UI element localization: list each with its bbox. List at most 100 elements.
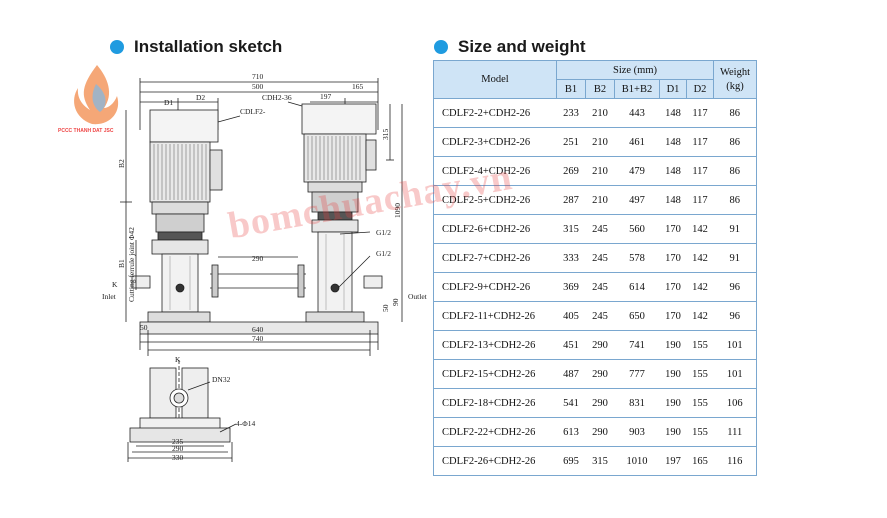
cell-weight: 86 (713, 156, 757, 186)
col-b1: B1 (556, 79, 586, 99)
cell-weight: 86 (713, 127, 757, 157)
label-inlet: Inlet (102, 292, 117, 301)
size-weight-title: Size and weight (458, 37, 586, 56)
cell-d1: 197 (659, 446, 687, 476)
cell-b1b2: 461 (614, 127, 660, 157)
cell-b2: 290 (585, 359, 615, 389)
installation-drawing: 710 500 197 165 D1 D2 CDLF2- CDH2-36 B2 … (40, 60, 430, 510)
cell-weight: 86 (713, 185, 757, 215)
cell-b1: 695 (556, 446, 586, 476)
cell-b2: 245 (585, 301, 615, 331)
logo-text: PCCC THANH DAT JSC (58, 128, 114, 134)
cell-d1: 190 (659, 417, 687, 447)
bullet-icon (434, 40, 448, 54)
cell-b1b2: 497 (614, 185, 660, 215)
cell-b1: 233 (556, 98, 586, 128)
cell-model: CDLF2-13+CDH2-26 (433, 330, 557, 360)
cell-b1: 541 (556, 388, 586, 418)
dim-290: 290 (252, 254, 264, 263)
weight-header-text: Weight (kg) (719, 66, 751, 92)
cell-weight: 96 (713, 301, 757, 331)
cell-b1: 405 (556, 301, 586, 331)
cell-b1b2: 831 (614, 388, 660, 418)
cell-d2: 155 (686, 330, 714, 360)
cell-d2: 155 (686, 417, 714, 447)
dim-b2: B2 (117, 159, 126, 168)
cell-b1b2: 578 (614, 243, 660, 273)
cell-weight: 96 (713, 272, 757, 302)
dim-1090: 1090 (393, 203, 402, 218)
dim-50-left: 50 (140, 323, 148, 332)
cell-b1: 251 (556, 127, 586, 157)
cell-d1: 148 (659, 98, 687, 128)
dim-235: 235 (172, 437, 184, 446)
cell-weight: 111 (713, 417, 757, 447)
label-g12-top: G1/2 (376, 228, 391, 237)
cell-d2: 142 (686, 272, 714, 302)
cell-d1: 170 (659, 243, 687, 273)
dim-330: 330 (172, 453, 184, 462)
dim-90: 90 (391, 298, 400, 306)
cell-b2: 245 (585, 272, 615, 302)
cell-d1: 190 (659, 388, 687, 418)
cell-weight: 91 (713, 243, 757, 273)
cell-d1: 170 (659, 214, 687, 244)
cell-b2: 210 (585, 185, 615, 215)
cell-b1: 369 (556, 272, 586, 302)
cell-b1: 269 (556, 156, 586, 186)
cell-d2: 117 (686, 98, 714, 128)
cell-b2: 210 (585, 156, 615, 186)
cell-b1: 333 (556, 243, 586, 273)
cell-d1: 170 (659, 301, 687, 331)
label-ferrule: Cutting ferrule joint Φ42 (127, 227, 136, 302)
size-header: Size (mm) (556, 60, 714, 80)
cell-d1: 148 (659, 156, 687, 186)
cell-weight: 86 (713, 98, 757, 128)
label-k: K (112, 280, 118, 289)
dim-d2: D2 (196, 93, 205, 102)
cell-d2: 142 (686, 243, 714, 273)
cell-d2: 117 (686, 127, 714, 157)
dim-165: 165 (352, 82, 364, 91)
label-dn32: DN32 (212, 375, 231, 384)
weight-header: Weight (kg) (713, 60, 757, 99)
label-k-plan: K (175, 355, 181, 364)
label-g12-bottom: G1/2 (376, 249, 391, 258)
cell-b1b2: 650 (614, 301, 660, 331)
cell-b1: 613 (556, 417, 586, 447)
model-header: Model (433, 60, 557, 99)
dim-640: 640 (252, 325, 264, 334)
dim-740: 740 (252, 334, 264, 343)
col-b1b2: B1+B2 (614, 79, 660, 99)
cell-b1: 451 (556, 330, 586, 360)
size-weight-table: Model Size (mm) Weight (kg) B1 B2 B1+B2 … (433, 60, 757, 476)
col-d2: D2 (686, 79, 714, 99)
cell-d1: 148 (659, 185, 687, 215)
installation-sketch-title: Installation sketch (134, 37, 283, 56)
cell-b1b2: 560 (614, 214, 660, 244)
cell-model: CDLF2-15+CDH2-26 (433, 359, 557, 389)
label-outlet: Outlet (408, 292, 428, 301)
cell-b1: 487 (556, 359, 586, 389)
cell-model: CDLF2-18+CDH2-26 (433, 388, 557, 418)
cell-b2: 210 (585, 127, 615, 157)
col-b2: B2 (585, 79, 615, 99)
installation-sketch-heading: Installation sketch (110, 37, 282, 57)
cell-b1: 315 (556, 214, 586, 244)
label-cdlf: CDLF2- (240, 107, 266, 116)
dim-500: 500 (252, 82, 264, 91)
company-logo (62, 60, 132, 140)
cell-model: CDLF2-4+CDH2-26 (433, 156, 557, 186)
cell-weight: 106 (713, 388, 757, 418)
cell-weight: 91 (713, 214, 757, 244)
